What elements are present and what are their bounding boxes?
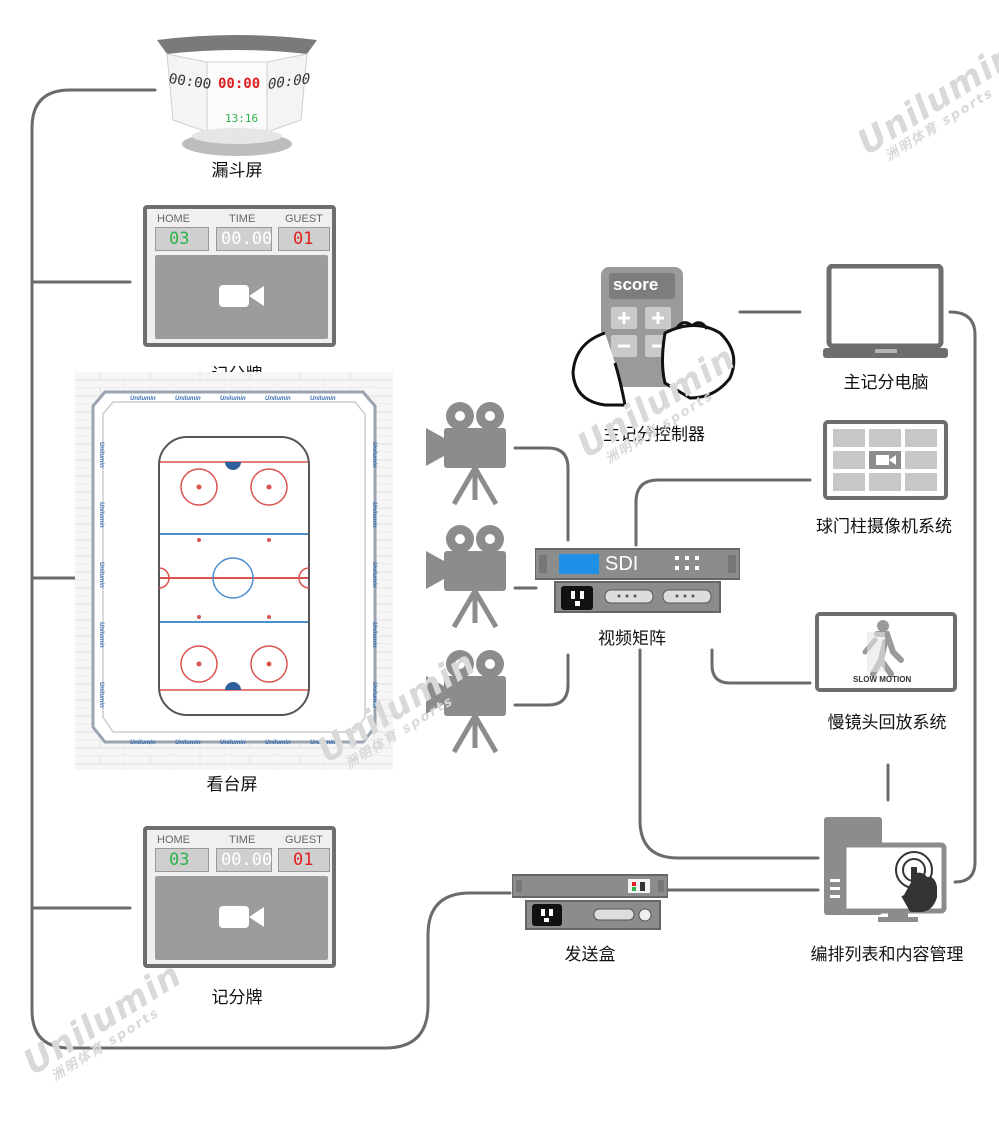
time-value: 00.00 bbox=[221, 850, 273, 870]
score-controller-graphic bbox=[571, 267, 736, 407]
guest-title: GUEST bbox=[285, 834, 323, 846]
sender-box-graphic bbox=[511, 874, 669, 930]
goal-camera-graphic bbox=[823, 420, 948, 500]
svg-text:Unilumin: Unilumin bbox=[98, 562, 104, 588]
score-text: score bbox=[613, 275, 659, 294]
scoreboard-top: HOME TIME GUEST 03 00.00 01 bbox=[143, 205, 336, 347]
content-management-graphic bbox=[824, 817, 947, 922]
svg-text:Unilumin: Unilumin bbox=[98, 502, 104, 528]
svg-text:Unilumin: Unilumin bbox=[98, 622, 104, 648]
svg-text:Unilumin: Unilumin bbox=[371, 442, 377, 468]
svg-text:Unilumin: Unilumin bbox=[371, 502, 377, 528]
time-title: TIME bbox=[229, 213, 256, 225]
video-matrix: SDI bbox=[534, 543, 741, 615]
camera-1 bbox=[420, 400, 516, 508]
svg-text:Unilumin: Unilumin bbox=[130, 396, 156, 402]
svg-text:Unilumin: Unilumin bbox=[310, 396, 336, 402]
funnel-screen-graphic bbox=[157, 35, 317, 156]
home-title: HOME bbox=[157, 834, 190, 846]
svg-text:Unilumin: Unilumin bbox=[220, 740, 246, 746]
video-camera-icon bbox=[219, 906, 264, 928]
home-score: 03 bbox=[169, 229, 190, 249]
home-score: 03 bbox=[169, 850, 190, 870]
svg-text:Unilumin: Unilumin bbox=[98, 682, 104, 708]
svg-text:Unilumin: Unilumin bbox=[175, 740, 201, 746]
slow-motion-graphic bbox=[815, 612, 957, 692]
sdi-text: SDI bbox=[605, 553, 639, 575]
camera-2 bbox=[420, 523, 516, 631]
svg-text:Unilumin: Unilumin bbox=[371, 562, 377, 588]
time-title: TIME bbox=[229, 834, 256, 846]
guest-score: 01 bbox=[293, 850, 314, 870]
score-pc-label: 主记分电脑 bbox=[843, 373, 929, 393]
goal-camera-system bbox=[823, 420, 948, 500]
video-matrix-graphic bbox=[534, 548, 741, 613]
svg-text:Unilumin: Unilumin bbox=[130, 740, 156, 746]
score-controller-label: 主记分控制器 bbox=[603, 425, 705, 445]
sender-box bbox=[511, 873, 669, 931]
guest-score: 01 bbox=[293, 229, 314, 249]
stadium-screen-label: 看台屏 bbox=[206, 775, 258, 795]
slow-motion-system: SLOW MOTION bbox=[815, 612, 957, 692]
camera-icon bbox=[426, 525, 506, 629]
guest-title: GUEST bbox=[285, 213, 323, 225]
content-management-label: 编排列表和内容管理 bbox=[810, 945, 964, 965]
score-controller: score bbox=[565, 263, 740, 413]
svg-text:Unilumin: Unilumin bbox=[265, 740, 291, 746]
svg-text:Unilumin: Unilumin bbox=[265, 396, 291, 402]
funnel-center-time: 00:00 bbox=[218, 76, 261, 92]
svg-text:Unilumin: Unilumin bbox=[175, 396, 201, 402]
video-matrix-label: 视频矩阵 bbox=[598, 629, 666, 649]
hand-pointer-icon bbox=[895, 851, 937, 912]
svg-text:Unilumin: Unilumin bbox=[371, 682, 377, 708]
slow-motion-label: 慢镜头回放系统 bbox=[827, 713, 947, 733]
camera-icon bbox=[426, 650, 506, 754]
svg-text:Unilumin: Unilumin bbox=[220, 396, 246, 402]
svg-text:Unilumin: Unilumin bbox=[310, 740, 336, 746]
slow-motion-text: SLOW MOTION bbox=[853, 675, 912, 684]
video-camera-icon bbox=[219, 285, 264, 307]
score-pc bbox=[823, 263, 948, 362]
time-value: 00.00 bbox=[221, 229, 273, 249]
laptop-icon bbox=[823, 263, 948, 358]
sender-box-label: 发送盒 bbox=[564, 945, 616, 965]
camera-icon bbox=[426, 402, 506, 506]
svg-text:Unilumin: Unilumin bbox=[371, 622, 377, 648]
svg-text:Unilumin: Unilumin bbox=[98, 442, 104, 468]
scoreboard-bottom-label: 记分牌 bbox=[211, 988, 263, 1008]
content-management bbox=[822, 815, 947, 925]
scoreboard-bottom: HOME TIME GUEST 03 00.00 01 bbox=[143, 826, 336, 968]
funnel-clock: 13:16 bbox=[225, 112, 259, 125]
goal-camera-label: 球门柱摄像机系统 bbox=[816, 517, 952, 537]
funnel-screen-label: 漏斗屏 bbox=[211, 161, 263, 181]
funnel-screen: 00:00 00:00 13:16 00:00 bbox=[155, 32, 320, 157]
home-title: HOME bbox=[157, 213, 190, 225]
camera-3 bbox=[420, 648, 516, 756]
